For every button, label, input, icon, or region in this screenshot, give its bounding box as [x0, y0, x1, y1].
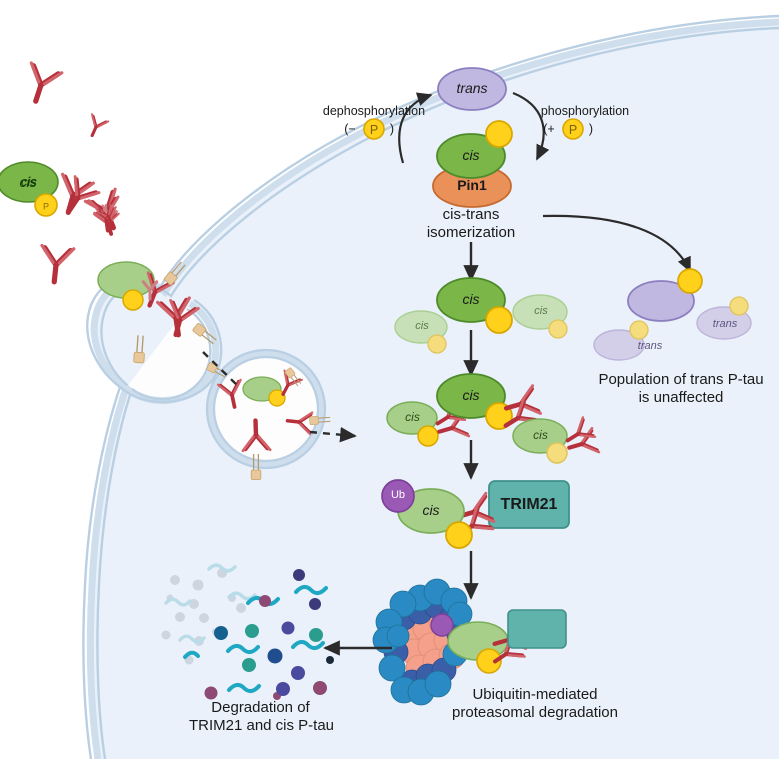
cis-label-faded-2: cis: [415, 320, 429, 332]
trim21-complex: [381, 479, 570, 549]
phosphate-dephos: [363, 118, 385, 140]
trans-label-faded-2: trans: [712, 318, 738, 330]
ubiquitin-at-proteasome: [430, 613, 454, 637]
cis-ellipse-core: [436, 133, 506, 179]
phosphorylation-paren-close: ): [588, 122, 594, 136]
phosphorylation-sign: (+: [543, 122, 555, 136]
cis-label-trim21: cis: [422, 502, 440, 518]
dephosphorylation-curve: [398, 92, 433, 164]
degradation-line2: TRIM21 and cis P-tau: [188, 717, 335, 734]
cis-ptau-in-vesicle: [242, 376, 286, 407]
phosphate-label-dephos: P: [369, 123, 379, 137]
trans-label-faded-1: trans: [637, 340, 663, 352]
svg-text:P: P: [43, 202, 49, 212]
trans-population-group: [593, 268, 752, 361]
phosphate-label-phos: P: [568, 123, 578, 137]
cis-label-ab-left: cis: [405, 410, 420, 424]
antibody-bound-cis-row: [386, 373, 599, 464]
phosphate-phos: [562, 118, 584, 140]
isomerization-line1: cis-trans: [442, 206, 500, 223]
trim21-box: [488, 480, 570, 529]
cis-label-pool: cis: [462, 291, 480, 307]
proteasome-structure: [372, 578, 567, 706]
dephosphorylation-paren-close: ): [389, 122, 395, 136]
pin1-label: Pin1: [457, 177, 487, 193]
endosome-vesicle: [205, 348, 327, 470]
cis-label-core: cis: [462, 147, 480, 163]
ubiquitin-label: Ub: [390, 489, 406, 501]
trim21-box-at-proteasome: [507, 609, 567, 649]
cis-label-extracellular: cis: [21, 174, 37, 189]
degradation-fragments: [161, 563, 334, 700]
phosphate-trim21: [445, 521, 473, 549]
svg-text:cis: cis: [19, 174, 36, 190]
degradation-line1: Degradation of: [211, 699, 310, 716]
endocytosis-dashed-1: [202, 351, 239, 387]
trans-label-top: trans: [456, 80, 488, 96]
proteasome-line1: Ubiquitin-mediated: [472, 686, 598, 703]
population-line2: is unaffected: [638, 389, 724, 406]
cis-label-ab-right: cis: [533, 428, 548, 442]
dephosphorylation-label: dephosphorylation: [322, 104, 426, 118]
cis-label-ab-center: cis: [462, 387, 480, 403]
cis-ptau-extracellular-2: [97, 261, 155, 311]
trans-ellipse-top: [437, 67, 507, 111]
to-trans-population-curve: [542, 214, 691, 273]
isomerization-line2: isomerization: [426, 224, 516, 241]
population-line1: Population of trans P-tau: [598, 371, 764, 388]
proteasome-line2: proteasomal degradation: [452, 704, 618, 721]
dephosphorylation-sign: (−: [344, 122, 356, 136]
cis-pool-group: [394, 277, 568, 354]
endocytosis-membrane-pit: [119, 298, 223, 405]
phosphorylation-curve: [512, 91, 550, 161]
trim21-label: TRIM21: [500, 496, 558, 513]
ubiquitin-circle: [381, 479, 415, 513]
cis-ptau-extracellular-1: P cis: [0, 161, 59, 217]
phosphate-proteasome: [476, 648, 502, 674]
phosphorylation-label: phosphorylation: [540, 104, 630, 118]
cis-label-faded-1: cis: [534, 305, 548, 317]
phosphate-core: [485, 120, 513, 148]
